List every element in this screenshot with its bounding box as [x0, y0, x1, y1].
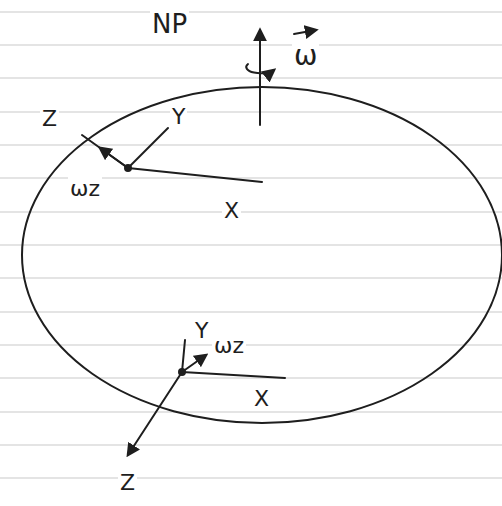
omega-z-arrow [182, 355, 206, 372]
z-axis [128, 372, 182, 455]
x-axis [128, 168, 262, 182]
axis-label: Z [40, 106, 59, 131]
omega-z-label: ωz [212, 333, 246, 358]
origin-dot [125, 165, 131, 171]
vector-bar [294, 30, 316, 34]
axis-label: Y [170, 104, 187, 129]
omega-z-arrow [100, 148, 128, 168]
rotation-axis-arrow [259, 30, 261, 125]
axis-label: Z [118, 470, 137, 495]
pole-label: NP [150, 10, 189, 40]
origin-dot [179, 369, 185, 375]
axis-label: Y [193, 318, 210, 343]
z-axis [82, 135, 128, 168]
x-axis [182, 372, 285, 378]
rotation-curl [246, 64, 274, 73]
axis-label: X [222, 198, 241, 223]
earth-outline [22, 87, 502, 423]
paper-lines [0, 12, 502, 478]
axis-label: X [252, 386, 271, 411]
y-axis [182, 340, 185, 372]
y-axis [128, 128, 168, 168]
omega-z-label: ωz [68, 176, 102, 201]
omega-label: ω [292, 40, 319, 72]
